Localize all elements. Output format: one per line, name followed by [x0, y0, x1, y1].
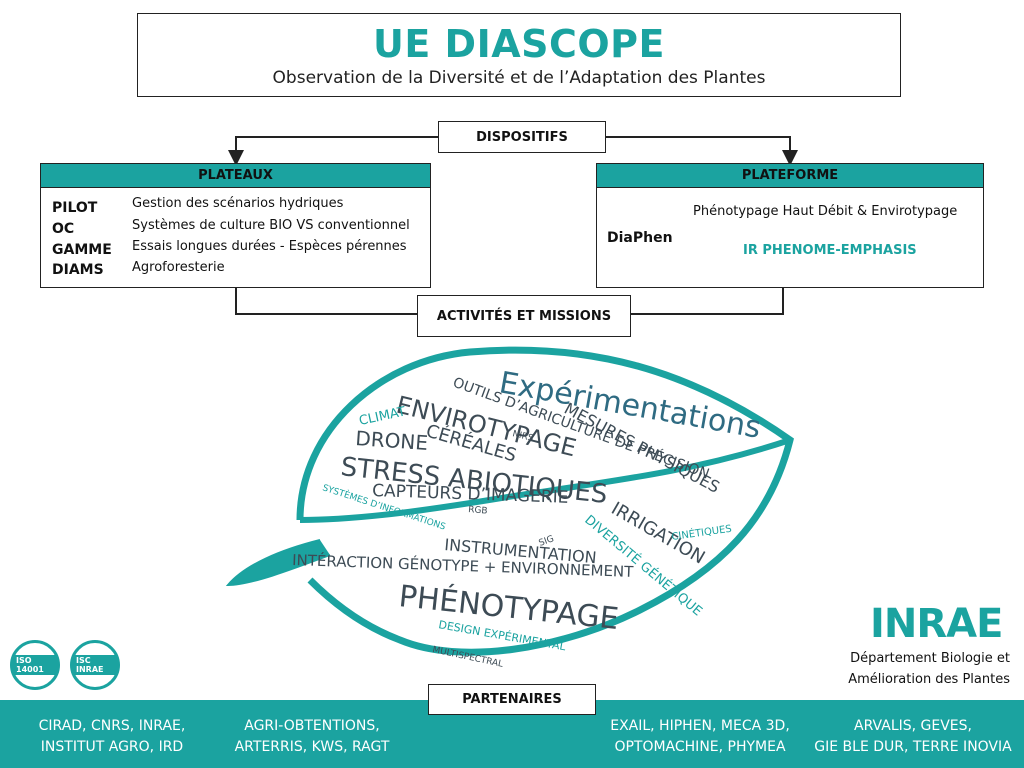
- plateau-code: DIAMS: [52, 262, 104, 278]
- iso-14001-badge-icon: ISO 14001: [10, 640, 60, 690]
- isc-inrae-badge-icon: ISC INRAE: [70, 640, 120, 690]
- plateau-desc: Agroforesterie: [132, 260, 225, 275]
- partner-group: EXAIL, HIPHEN, MECA 3D, OPTOMACHINE, PHY…: [595, 716, 805, 758]
- partenaires-label: PARTENAIRES: [428, 684, 596, 715]
- plateau-desc: Essais longues durées - Espèces pérennes: [132, 239, 407, 254]
- plateforme-heading: PLATEFORME: [597, 164, 983, 188]
- phenome-emphasis-link[interactable]: IR PHENOME-EMPHASIS: [743, 243, 917, 258]
- department-label: Département Biologie et Amélioration des…: [820, 648, 1010, 690]
- partner-line: ARVALIS, GEVES,: [854, 718, 972, 734]
- plateforme-panel: PLATEFORME Phénotypage Haut Débit & Envi…: [596, 163, 984, 288]
- plateforme-code: DiaPhen: [607, 230, 673, 246]
- partner-line: CIRAD, CNRS, INRAE,: [38, 718, 186, 734]
- page-subtitle: Observation de la Diversité et de l’Adap…: [272, 68, 766, 88]
- activites-label: ACTIVITÉS ET MISSIONS: [417, 295, 631, 337]
- partner-line: ARTERRIS, KWS, RAGT: [234, 739, 390, 755]
- plateau-desc: Gestion des scénarios hydriques: [132, 196, 344, 211]
- plateaux-panel: PLATEAUX PILOT Gestion des scénarios hyd…: [40, 163, 431, 288]
- partner-line: OPTOMACHINE, PHYMEA: [614, 739, 786, 755]
- isc-badge-label: ISC INRAE: [73, 655, 117, 675]
- partner-line: GIE BLE DUR, TERRE INOVIA: [814, 739, 1012, 755]
- department-line: Département Biologie et: [850, 651, 1010, 666]
- plateau-desc: Systèmes de culture BIO VS conventionnel: [132, 218, 410, 233]
- cloud-word: DRONE: [355, 426, 429, 455]
- plateau-code: PILOT: [52, 200, 98, 216]
- department-line: Amélioration des Plantes: [848, 672, 1010, 687]
- partner-line: INSTITUT AGRO, IRD: [40, 739, 184, 755]
- partner-group: ARVALIS, GEVES, GIE BLE DUR, TERRE INOVI…: [808, 716, 1018, 758]
- plateaux-heading: PLATEAUX: [41, 164, 430, 188]
- partner-line: AGRI-OBTENTIONS,: [244, 718, 380, 734]
- partner-group: CIRAD, CNRS, INRAE, INSTITUT AGRO, IRD: [22, 716, 202, 758]
- partner-group: AGRI-OBTENTIONS, ARTERRIS, KWS, RAGT: [222, 716, 402, 758]
- header-box: UE DIASCOPE Observation de la Diversité …: [137, 13, 901, 97]
- iso-badge-label: ISO 14001: [13, 655, 57, 675]
- leaf-shape: [225, 346, 794, 656]
- plateau-code: OC: [52, 221, 75, 237]
- dispositifs-label: DISPOSITIFS: [438, 121, 606, 153]
- inrae-logo: INRAE: [870, 601, 1003, 647]
- plateforme-desc: Phénotypage Haut Débit & Envirotypage: [693, 204, 958, 219]
- plateau-code: GAMME: [52, 242, 112, 258]
- page-title: UE DIASCOPE: [372, 22, 665, 66]
- cloud-word: SIG: [538, 534, 556, 549]
- partners-footer: CIRAD, CNRS, INRAE, INSTITUT AGRO, IRD A…: [0, 700, 1024, 768]
- cloud-word: RGB: [468, 505, 488, 517]
- partner-line: EXAIL, HIPHEN, MECA 3D,: [610, 718, 790, 734]
